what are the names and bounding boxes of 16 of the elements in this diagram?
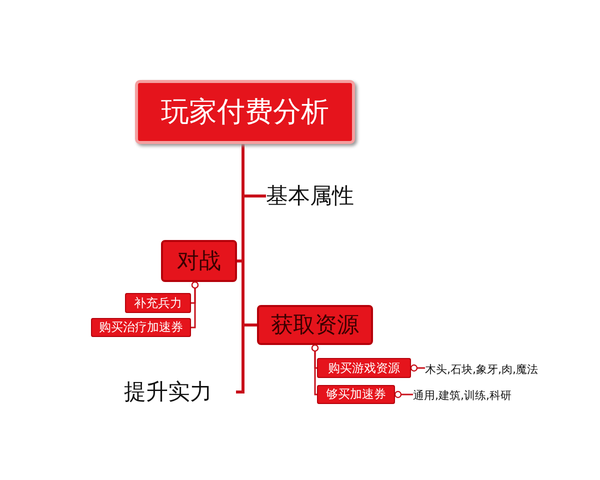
connector-line	[191, 281, 199, 328]
connector-line	[311, 344, 319, 396]
subtopic-box: 够买加速券	[317, 385, 395, 404]
connector-line	[394, 390, 413, 398]
subtopic-box: 购买治疗加速券	[91, 318, 191, 337]
connector-line	[410, 364, 425, 372]
topic-text: 提升实力	[124, 378, 236, 406]
topic-box: 获取资源	[257, 305, 373, 345]
title-box: 玩家付费分析	[135, 80, 355, 144]
topic-text: 木头,石块,象牙,肉,魔法	[425, 360, 555, 378]
topic-text: 基本属性	[266, 182, 366, 210]
topic-box: 对战	[161, 240, 237, 282]
connector-line	[236, 144, 244, 394]
subtopic-box: 补充兵力	[125, 293, 191, 313]
subtopic-box: 购买游戏资源	[317, 358, 411, 378]
topic-text: 通用,建筑,训练,科研	[413, 386, 523, 404]
